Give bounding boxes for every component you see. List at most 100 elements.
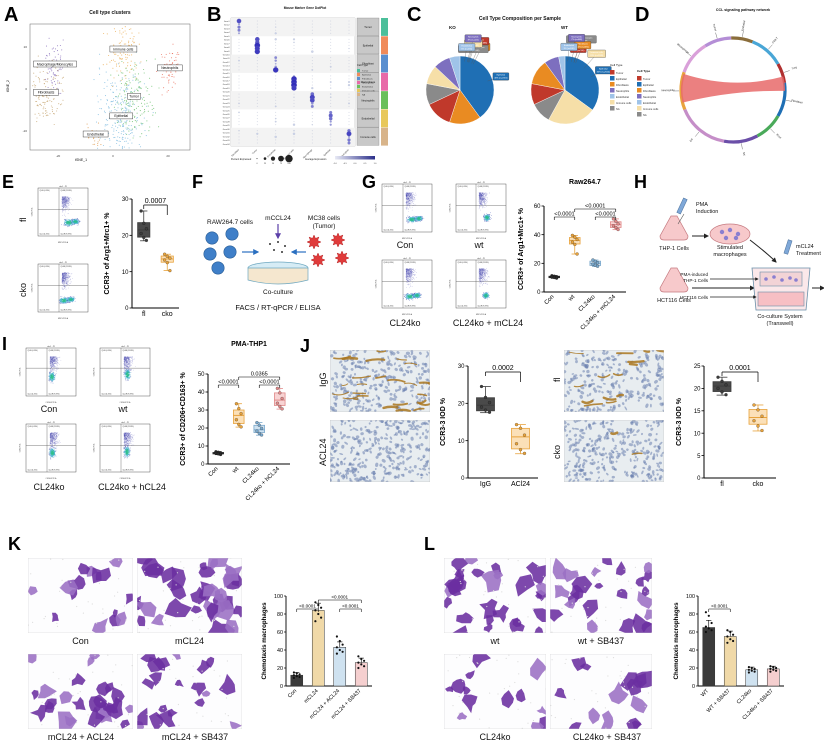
panel-i-letter: I [2, 334, 8, 354]
svg-text:8% (n=422): 8% (n=422) [468, 40, 479, 42]
panel-l-letter: L [424, 534, 435, 554]
svg-text:CCR3-PE-A: CCR3-PE-A [375, 203, 378, 213]
panel-l-caption-cl24ko: CL24ko [479, 732, 511, 742]
svg-text:Q1-UL (0.39%): Q1-UL (0.39%) [458, 186, 469, 188]
svg-text:Epithelial: Epithelial [323, 148, 332, 157]
svg-text:Tumor: Tumor [712, 23, 718, 31]
svg-text:Gene13: Gene13 [223, 66, 230, 68]
svg-text:Endothelial: Endothelial [362, 86, 373, 89]
svg-text:Gene19: Gene19 [223, 88, 230, 90]
svg-text:Q1-LL (1.25%): Q1-LL (1.25%) [384, 306, 394, 308]
svg-text:0: 0 [112, 154, 114, 158]
svg-text:0.0007: 0.0007 [145, 198, 167, 205]
panel-e-row-fl: fl [18, 217, 28, 222]
svg-text:cko: cko [162, 311, 173, 318]
svg-text:Q1-LL (1.25%): Q1-LL (1.25%) [458, 230, 468, 232]
svg-text:Epithelial: Epithelial [643, 83, 654, 87]
svg-text:1.0: 1.0 [374, 163, 378, 165]
svg-text:MRC1-PCS-A: MRC1-PCS-A [58, 241, 69, 244]
panel-j-row-igg: IgG [318, 372, 328, 388]
panel-a-ylabel: tSNE_2 [6, 80, 10, 93]
svg-text:Q1-UR (22.58%): Q1-UR (22.58%) [405, 262, 417, 264]
svg-text:40% (n=2301): 40% (n=2301) [494, 78, 507, 80]
svg-text:Average Expression: Average Expression [305, 158, 327, 161]
svg-text:NA: NA [643, 113, 647, 117]
svg-text:Gene20: Gene20 [223, 92, 230, 94]
panel-g-letter: G [362, 172, 377, 192]
svg-text:Q1-LR (75.78%): Q1-LR (75.78%) [405, 230, 416, 232]
svg-text:Gene12: Gene12 [223, 62, 230, 64]
svg-text:Macrophage: Macrophage [361, 80, 376, 84]
svg-text:Neutrophils: Neutrophils [361, 98, 375, 102]
panel-b-title: Mouse Marker Gene DotPlot [283, 6, 327, 10]
svg-text:-0.5: -0.5 [343, 163, 347, 165]
svg-text:Percent Expressed: Percent Expressed [231, 158, 252, 161]
panel-e-letter: E [2, 172, 15, 192]
dotplot: TumorEpithelialFibroblastMacrophageNeutr… [223, 17, 388, 165]
transwell-image-con [28, 558, 133, 633]
svg-text:Epithelial: Epithelial [363, 43, 374, 47]
svg-text:Endothelial: Endothelial [616, 95, 629, 99]
svg-text:Fibroblast: Fibroblast [231, 148, 240, 157]
svg-text:Gene6: Gene6 [224, 40, 230, 42]
panel-b-letter: B [207, 4, 222, 26]
svg-text:25: 25 [264, 163, 267, 165]
transwell-image-mcl24-acl24 [28, 654, 133, 729]
svg-text:(Tumor): (Tumor) [313, 223, 336, 230]
svg-text:CD8 T: CD8 T [771, 36, 779, 45]
svg-text:Immune cells: Immune cells [360, 135, 376, 139]
svg-text:Endothelial: Endothelial [462, 45, 473, 48]
svg-text:Gene21: Gene21 [223, 95, 230, 97]
panel-k-letter: K [8, 534, 21, 554]
svg-text:100: 100 [287, 163, 291, 165]
svg-text:Q1-UR (22.58%): Q1-UR (22.58%) [478, 186, 490, 188]
transwell-image-mcl24 [137, 558, 242, 633]
svg-text:Gene24: Gene24 [223, 107, 230, 109]
svg-text:Gene26: Gene26 [223, 114, 230, 116]
svg-text:Macrophage: Macrophage [676, 42, 690, 55]
svg-text:cko-1 : P1: cko-1 : P1 [403, 258, 411, 260]
svg-text:Q1-UR (22.58%): Q1-UR (22.58%) [61, 190, 73, 192]
svg-text:Gene34: Gene34 [223, 144, 230, 146]
svg-text:Gene31: Gene31 [223, 133, 230, 135]
svg-text:Gene15: Gene15 [223, 73, 230, 75]
svg-text:NK: NK [742, 152, 747, 156]
svg-text:Neutrophils: Neutrophils [643, 95, 657, 99]
svg-text:Immune cells: Immune cells [591, 52, 603, 54]
svg-text:Gene10: Gene10 [223, 54, 230, 56]
panel-g-caption-con: Con [396, 240, 414, 250]
transwell-image-wt [444, 558, 546, 633]
svg-text:-20: -20 [56, 154, 61, 158]
svg-text:7% (n=408): 7% (n=408) [571, 39, 582, 41]
svg-text:Gene18: Gene18 [223, 84, 230, 86]
svg-text:Q1-UR (22.58%): Q1-UR (22.58%) [61, 266, 73, 268]
svg-text:Q1-LR (75.78%): Q1-LR (75.78%) [478, 230, 489, 232]
transwell-image-mcl24-sb437 [137, 654, 242, 729]
panel-e-row-cko: cko [18, 282, 28, 297]
panel-i-caption-wt: wt [118, 404, 128, 414]
svg-text:Fibroblasts: Fibroblasts [616, 83, 629, 87]
svg-text:Gene1: Gene1 [224, 21, 230, 23]
svg-text:Q1-LR (75.78%): Q1-LR (75.78%) [405, 306, 416, 308]
svg-text:NA: NA [362, 94, 366, 97]
svg-text:Gene23: Gene23 [223, 103, 230, 105]
svg-text:20: 20 [166, 154, 170, 158]
svg-text:Epithelial: Epithelial [114, 114, 128, 118]
svg-text:Tumor: Tumor [364, 25, 372, 29]
svg-text:Neutrophils: Neutrophils [661, 88, 675, 92]
svg-text:cko-1 : P1: cko-1 : P1 [403, 182, 411, 184]
panel-l-caption-wt: wt [490, 636, 500, 646]
svg-text:Gene7: Gene7 [224, 43, 230, 45]
svg-text:Fibroblasts: Fibroblasts [643, 89, 656, 93]
